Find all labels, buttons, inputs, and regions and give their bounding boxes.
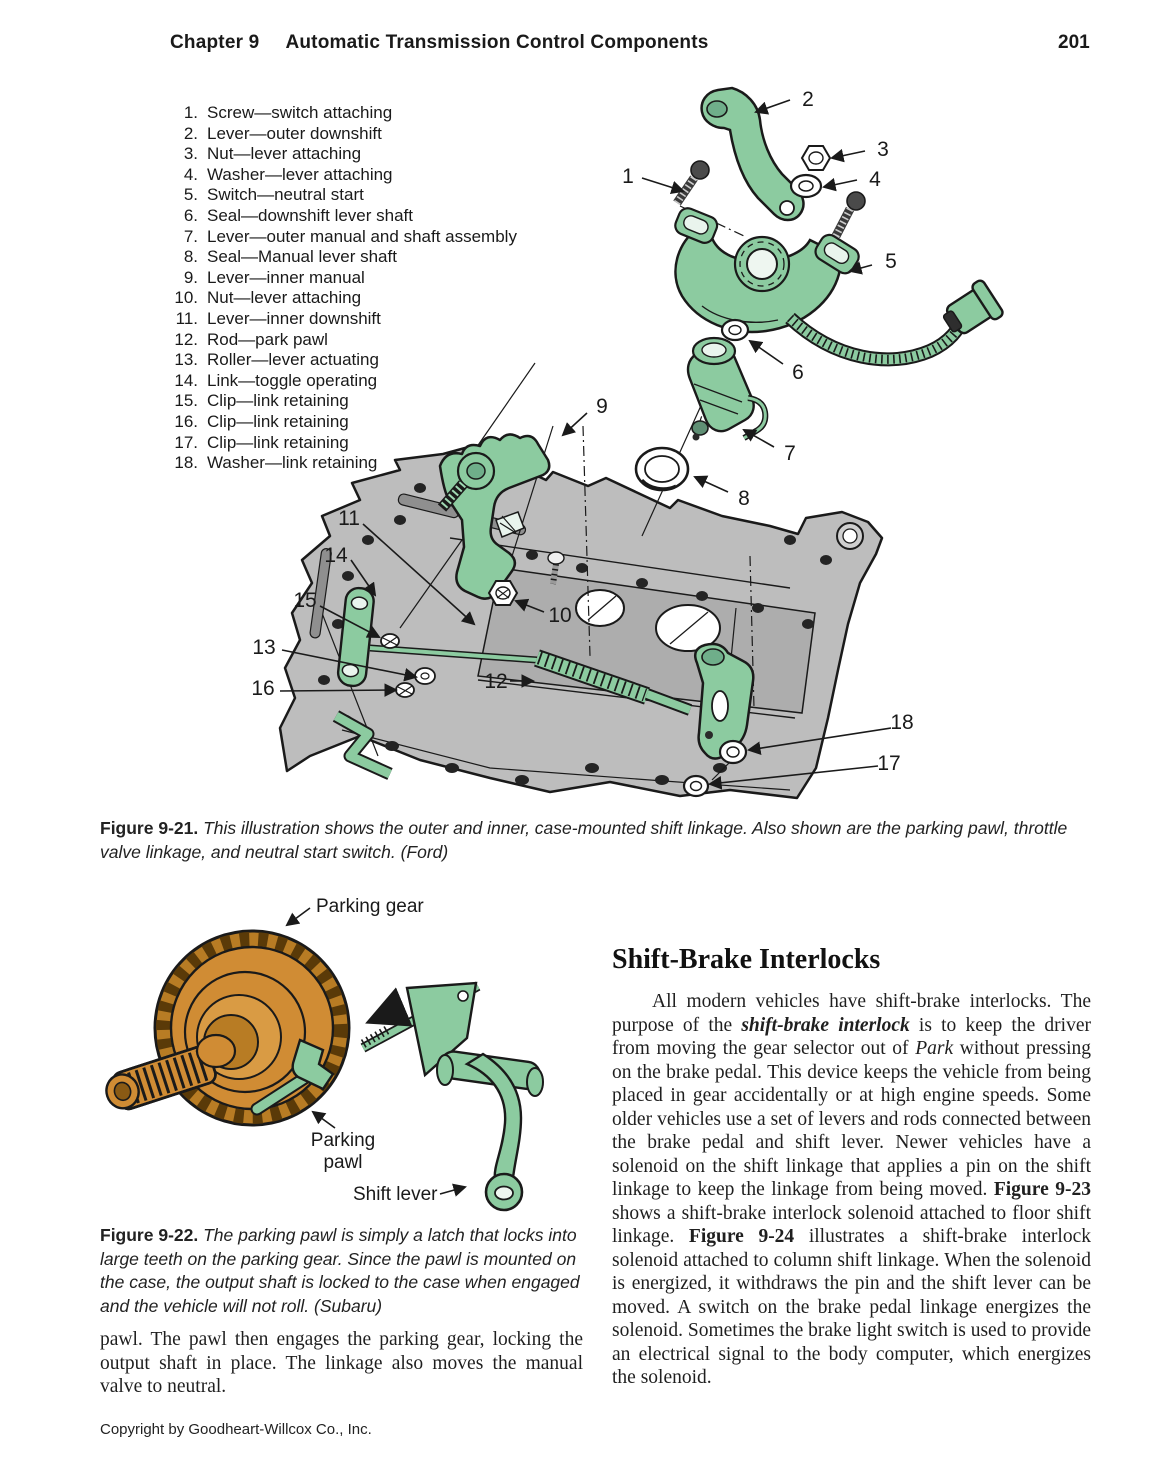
parts-list-item: 14.Link—toggle operating (174, 370, 378, 390)
link-clip-16 (395, 682, 415, 698)
figure-9-24-reference: Figure 9-24 (688, 1226, 795, 1247)
figure-9-22-illustration: Parking gear Parking pawl Shift lever (105, 896, 544, 1212)
shift-linkage (250, 981, 544, 1212)
figure-9-21-illustration: 1 2 3 4 5 6 7 8 9 10 11 12 13 14 15 16 1… (251, 86, 1004, 800)
link-washer-18 (711, 739, 748, 781)
page-number: 201 (1058, 32, 1090, 53)
parts-list-item: 12.Rod—park pawl (174, 329, 328, 349)
figure-9-23-reference: Figure 9-23 (993, 1179, 1091, 1200)
parts-list-item: 5.Switch—neutral start (183, 185, 364, 205)
parts-list-item: 8.Seal—Manual lever shaft (183, 247, 397, 267)
switch-wire-harness (785, 279, 1004, 367)
parts-list-item: 17.Clip—link retaining (174, 432, 349, 452)
output-shaft (105, 1045, 217, 1111)
callout-16: 16 (251, 677, 274, 700)
outer-downshift-lever (700, 86, 805, 222)
figure-9-21-caption: Figure 9-21. This illustration shows the… (100, 817, 1105, 864)
neutral-start-switch (674, 207, 860, 334)
toggle-link (336, 586, 375, 688)
inner-manual-lever (437, 433, 551, 600)
figure-9-21-caption-text: This illustration shows the outer and in… (100, 818, 1068, 862)
figure-9-21-caption-label: Figure 9-21. (100, 818, 199, 838)
parking-pawl-label-line1: Parking (311, 1130, 375, 1151)
parking-gear-label: Parking gear (316, 896, 424, 917)
running-head: Chapter 9 Automatic Transmission Control … (170, 32, 709, 54)
manual-lever-shaft-assembly (686, 336, 769, 441)
manual-shaft-seal (634, 446, 690, 492)
parts-list-item: 9.Lever—inner manual (183, 267, 365, 287)
term-shift-brake-interlock: shift-brake interlock (741, 1014, 910, 1036)
shift-lever-label: Shift lever (353, 1184, 438, 1205)
z-spring-clip (332, 710, 393, 780)
callout-17: 17 (877, 752, 900, 775)
parts-list-item: 18.Washer—link retaining (174, 453, 378, 473)
callout-11: 11 (338, 507, 360, 530)
link-clip-17 (682, 774, 710, 798)
right-column: Shift-Brake Interlocks All modern vehicl… (612, 944, 1091, 1390)
actuating-roller (414, 667, 436, 685)
switch-screw (673, 160, 710, 206)
parts-list-item: 10.Nut—lever attaching (174, 288, 362, 308)
wire-connector (942, 279, 1004, 335)
callout-14: 14 (324, 544, 348, 567)
lever-washer (789, 173, 823, 199)
callout-3: 3 (877, 138, 889, 161)
inner-lever-nut (487, 580, 519, 606)
figure-9-22-caption-text: The parking pawl is simply a latch that … (100, 1225, 580, 1316)
parts-list-item: 15.Clip—link retaining (174, 391, 349, 411)
parking-pawl-label-line2: pawl (323, 1152, 362, 1173)
lever-nut (800, 145, 832, 171)
section-paragraph: All modern vehicles have shift-brake int… (612, 991, 1091, 1388)
parking-pawl (291, 1038, 335, 1091)
callout-18: 18 (890, 711, 913, 734)
callout-1: 1 (622, 165, 634, 188)
motion-arrow (365, 987, 413, 1027)
parts-list-item: 6.Seal—downshift lever shaft (183, 205, 413, 225)
park-pawl-rod (369, 644, 693, 716)
parts-list-item: 7.Lever—outer manual and shaft assembly (183, 226, 517, 246)
callout-9: 9 (596, 395, 608, 418)
callout-2: 2 (802, 88, 814, 111)
chapter-number: Chapter 9 (170, 32, 260, 53)
callout-13: 13 (252, 636, 275, 659)
callout-8: 8 (738, 487, 750, 510)
parts-list-item: 1.Screw—switch attaching (183, 103, 393, 122)
callout-15: 15 (293, 589, 316, 612)
callout-6: 6 (792, 361, 804, 384)
parts-list-item: 11.Lever—inner downshift (175, 308, 381, 328)
callout-5: 5 (885, 250, 897, 273)
parts-list-item: 4.Washer—lever attaching (183, 164, 393, 184)
callout-leaders (279, 99, 892, 790)
figure-9-22-caption: Figure 9-22. The parking pawl is simply … (100, 1224, 587, 1318)
figure-9-22-caption-label: Figure 9-22. (100, 1225, 199, 1245)
parts-list-item: 13.Roller—lever actuating (174, 350, 379, 370)
switch-screw-2 (832, 191, 866, 239)
callout-7: 7 (784, 442, 796, 465)
parts-list-item: 16.Clip—link retaining (174, 411, 349, 431)
callout-10: 10 (548, 604, 571, 627)
parts-list: 1.Screw—switch attaching 2.Lever—outer d… (150, 103, 580, 474)
downshift-shaft-seal (720, 318, 750, 342)
section-heading: Shift-Brake Interlocks (612, 944, 881, 975)
chapter-title: Automatic Transmission Control Component… (285, 32, 709, 53)
parts-list-item: 3.Nut—lever attaching (183, 144, 362, 164)
callout-12: 12 (484, 670, 507, 693)
parking-gear (105, 929, 351, 1127)
callout-4: 4 (869, 168, 881, 191)
link-clip-15 (380, 633, 400, 649)
parts-list-item: 2.Lever—outer downshift (183, 123, 382, 143)
copyright-notice: Copyright by Goodheart-Willcox Co., Inc. (100, 1421, 372, 1438)
inner-downshift-lever (694, 642, 755, 760)
left-column-paragraph: pawl. The pawl then engages the parking … (100, 1329, 583, 1397)
